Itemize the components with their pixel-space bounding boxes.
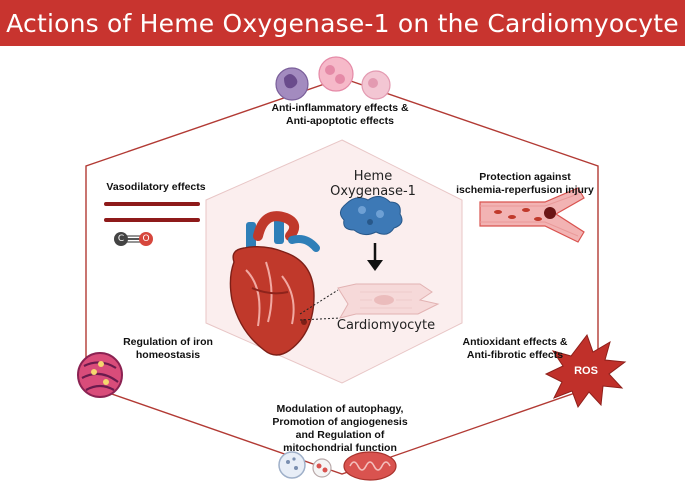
vessel-lines-icon bbox=[104, 202, 200, 222]
carbon-monoxide-icon bbox=[114, 232, 153, 246]
title-banner: Actions of Heme Oxygenase-1 on the Cardi… bbox=[0, 0, 685, 46]
autophagy-icon bbox=[278, 451, 332, 479]
label-anti-inflammatory: Anti-inflammatory effects & Anti-apoptot… bbox=[240, 102, 440, 128]
label-protection: Protection against ischemia-reperfusion … bbox=[440, 171, 610, 197]
page-title: Actions of Heme Oxygenase-1 on the Cardi… bbox=[6, 8, 679, 38]
callout-dash-upper bbox=[299, 289, 339, 315]
heart-icon bbox=[229, 211, 320, 356]
label-autophagy-line4: mitochondrial function bbox=[283, 442, 397, 454]
mitochondrion-icon bbox=[343, 451, 397, 481]
label-autophagy-line2: Promotion of angiogenesis bbox=[272, 416, 408, 428]
co-carbon-label: C bbox=[117, 234, 125, 244]
label-antioxidant-line2: Anti-fibrotic effects bbox=[466, 349, 564, 361]
label-heme-line2: Oxygenase-1 bbox=[330, 184, 416, 199]
label-autophagy-line1: Modulation of autophagy, bbox=[276, 403, 404, 415]
cardiomyocyte-icon bbox=[337, 283, 440, 319]
down-arrow-icon bbox=[367, 243, 383, 271]
label-antioxidant-line1: Antioxidant effects & bbox=[462, 336, 568, 348]
label-protection-line1: Protection against bbox=[479, 171, 571, 183]
label-heme-oxygenase: Heme Oxygenase-1 bbox=[318, 169, 428, 199]
ferritin-icon bbox=[77, 352, 123, 398]
label-anti-inflammatory-line1: Anti-inflammatory effects & bbox=[271, 102, 409, 114]
co-oxygen-label: O bbox=[142, 234, 150, 244]
label-autophagy-line3: and Regulation of bbox=[295, 429, 385, 441]
label-protection-line2: ischemia-reperfusion injury bbox=[456, 184, 594, 196]
label-vasodilatory: Vasodilatory effects bbox=[106, 181, 206, 193]
label-heme-line1: Heme bbox=[353, 169, 393, 184]
immune-cells-icon bbox=[275, 56, 391, 101]
ros-burst-icon bbox=[544, 333, 627, 409]
label-autophagy: Modulation of autophagy, Promotion of an… bbox=[250, 403, 430, 455]
blood-vessel-icon bbox=[479, 187, 585, 243]
label-antioxidant: Antioxidant effects & Anti-fibrotic effe… bbox=[440, 336, 590, 362]
label-anti-inflammatory-line2: Anti-apoptotic effects bbox=[286, 115, 394, 127]
label-iron-line2: homeostasis bbox=[135, 349, 201, 361]
label-iron: Regulation of iron homeostasis bbox=[108, 336, 228, 362]
label-cardiomyocyte: Cardiomyocyte bbox=[336, 318, 436, 333]
callout-dash-lower bbox=[299, 317, 341, 321]
heme-oxygenase-protein-icon bbox=[340, 196, 403, 236]
label-iron-line1: Regulation of iron bbox=[123, 336, 213, 348]
ros-label: ROS bbox=[574, 365, 598, 377]
